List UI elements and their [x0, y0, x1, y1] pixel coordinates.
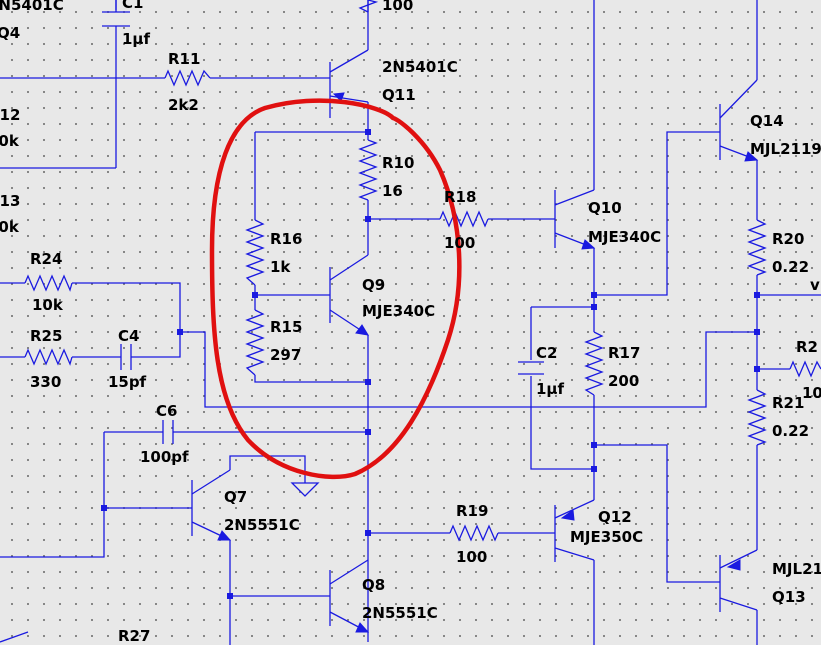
resistor-r24	[24, 274, 73, 292]
transistor-q11	[329, 0, 369, 118]
label-r10: R10	[382, 154, 414, 172]
label-q10-type: MJE340C	[588, 228, 661, 246]
label-q13: Q13	[772, 588, 806, 606]
capacitor-c2	[518, 361, 544, 375]
label-q4: Q4	[0, 24, 20, 42]
resistor-r19	[449, 524, 499, 542]
transistor-q14	[719, 79, 759, 162]
transistor-q8	[329, 559, 370, 633]
label-q13-type: MJL21	[772, 560, 821, 578]
transistor-q10	[554, 189, 596, 250]
label-r21-value: 0.22	[772, 422, 809, 440]
label-r18-value: 100	[444, 234, 475, 252]
transistor-q13	[719, 549, 758, 612]
capacitor-c1	[102, 0, 130, 28]
label-r13-value: 10k	[0, 218, 20, 236]
label-r19: R19	[456, 502, 488, 520]
label-c1: C1	[122, 0, 143, 12]
label-c4-value: 15pf	[108, 373, 147, 391]
label-q4-type: 2N5401C	[0, 0, 64, 14]
capacitor-c4	[118, 344, 134, 370]
label-q11: Q11	[382, 86, 416, 104]
label-q7-type: 2N5551C	[224, 516, 300, 534]
label-r13: R13	[0, 192, 20, 210]
label-q12-type: MJE350C	[570, 528, 643, 546]
label-q14-type: MJL2119	[750, 140, 821, 158]
label-r20-value: 0.22	[772, 258, 809, 276]
label-r19-value: 100	[456, 548, 487, 566]
label-r25-value: 330	[30, 373, 61, 391]
label-q9-type: MJE340C	[362, 302, 435, 320]
label-r20: R20	[772, 230, 804, 248]
label-v-partial: v	[810, 276, 820, 294]
resistor-r17	[584, 331, 604, 396]
red-annotation-circle	[209, 98, 462, 480]
label-c4: C4	[118, 327, 139, 345]
label-r18: R18	[444, 188, 476, 206]
label-r17: R17	[608, 344, 640, 362]
label-r12-value: 10k	[0, 132, 20, 150]
label-q9: Q9	[362, 276, 385, 294]
label-r11: R11	[168, 50, 200, 68]
label-r17-value: 200	[608, 372, 639, 390]
label-r12: R12	[0, 106, 20, 124]
label-top-value: 100	[382, 0, 413, 14]
label-c2: C2	[536, 344, 557, 362]
resistor-r10	[358, 139, 378, 201]
transistor-q12	[554, 499, 595, 562]
ground-symbol	[290, 482, 320, 497]
junction-dots	[101, 129, 760, 599]
resistor-r18	[439, 210, 489, 228]
label-q8: Q8	[362, 576, 385, 594]
label-r24-value: 10k	[32, 296, 64, 314]
capacitor-c6	[160, 420, 176, 444]
resistor-r22	[789, 360, 821, 378]
label-r11-value: 2k2	[168, 96, 199, 114]
label-r16: R16	[270, 230, 302, 248]
label-c1-value: 1µf	[122, 30, 150, 48]
label-r24: R24	[30, 250, 62, 268]
resistor-r21	[747, 389, 767, 446]
resistor-r25	[24, 348, 73, 366]
label-r25: R25	[30, 327, 62, 345]
label-q11-type: 2N5401C	[382, 58, 458, 76]
label-r15: R15	[270, 318, 302, 336]
label-q14: Q14	[750, 112, 784, 130]
label-q12: Q12	[598, 508, 632, 526]
label-c6: C6	[156, 402, 177, 420]
label-r22: R2	[796, 338, 818, 356]
label-q7: Q7	[224, 488, 247, 506]
label-c6-value: 100pf	[140, 448, 189, 466]
resistor-r16	[245, 219, 265, 286]
label-r27: R27	[118, 627, 150, 645]
label-r15-value: 297	[270, 346, 301, 364]
label-r21: R21	[772, 394, 804, 412]
label-r10-value: 16	[382, 182, 403, 200]
resistor-r11	[164, 69, 211, 87]
transistor-q7	[191, 469, 232, 541]
transistor-q9	[329, 254, 369, 336]
label-q8-type: 2N5551C	[362, 604, 438, 622]
label-r22-value: 10	[802, 384, 821, 402]
resistor-r15	[245, 309, 265, 376]
resistor-r20	[747, 219, 767, 276]
label-c2-value: 1µf	[536, 380, 564, 398]
label-r16-value: 1k	[270, 258, 291, 276]
label-q10: Q10	[588, 199, 622, 217]
